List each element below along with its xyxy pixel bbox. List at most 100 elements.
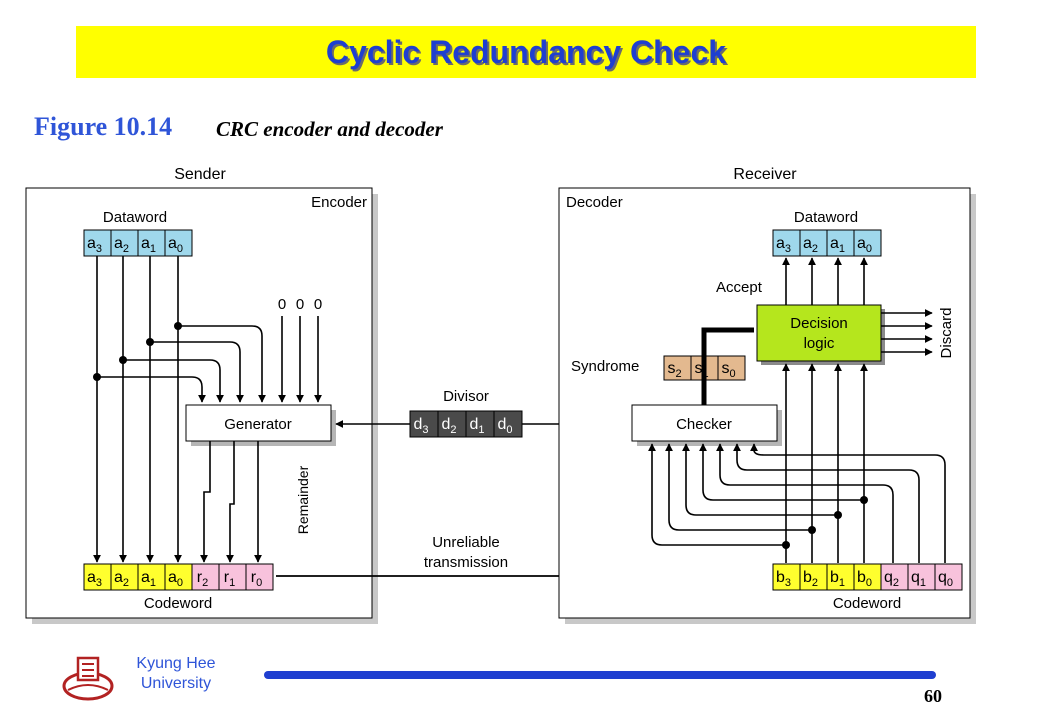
codeword-cell-text: r2 (197, 569, 208, 589)
wire-r2 (200, 441, 211, 563)
dataword-cell: a0 (164, 229, 193, 257)
divisor-cell: d3 (409, 410, 439, 438)
receiver-label: Receiver (733, 166, 797, 183)
codeword-cell-text: a1 (141, 569, 156, 589)
codeword-cell-box (880, 563, 909, 591)
transmission-label-line1: Unreliable (432, 534, 500, 551)
transmission-label-line2: transmission (424, 554, 508, 571)
university-name-line1: Kyung Hee (136, 655, 216, 672)
dataword-cell-text: a0 (857, 235, 872, 255)
codeword-cell-text: r1 (224, 569, 235, 589)
codeword-cell-box (164, 563, 193, 591)
syndrome-bus (701, 327, 754, 405)
junction-dot (860, 496, 868, 504)
codeword-cell-text: b2 (803, 569, 818, 589)
footer-divider (264, 671, 936, 679)
wire-b0-to-checker (699, 443, 864, 501)
divisor-cell: d1 (465, 410, 495, 438)
codeword-cell-text: a0 (168, 569, 183, 589)
sender-dataword-label: Dataword (103, 209, 167, 226)
syndrome-cell-box (717, 355, 746, 381)
codeword-cell-text: q2 (884, 569, 899, 589)
wire-q2-to-checker (716, 443, 894, 563)
figure-number: Figure 10.14 (34, 112, 173, 141)
syndrome-label: Syndrome (571, 358, 639, 375)
zero-bit: 0 (296, 296, 304, 313)
dataword-cell-box (853, 229, 882, 257)
syndrome-cell: s0 (717, 355, 746, 381)
codeword-cell: b2 (799, 563, 828, 591)
dataword-cell-text: a3 (776, 235, 791, 255)
syndrome-cell: s2 (663, 355, 692, 381)
sender-junction-dots (93, 322, 182, 381)
codeword-cell: a3 (83, 563, 112, 591)
codeword-cell-box (826, 563, 855, 591)
university-name-line2: University (140, 675, 212, 692)
dataword-cell: a1 (826, 229, 855, 257)
codeword-cell: r1 (218, 563, 247, 591)
codeword-cell-text: q1 (911, 569, 926, 589)
wire-r1 (226, 441, 235, 563)
codeword-cell: a1 (137, 563, 166, 591)
divisor-cell: d2 (437, 410, 467, 438)
divisor-cell-text: d2 (441, 416, 456, 436)
divisor-label: Divisor (443, 388, 489, 405)
codeword-cell-box (245, 563, 274, 591)
university-name: Kyung Hee University (116, 654, 236, 694)
codeword-cell-box (137, 563, 166, 591)
codeword-cell-text: b1 (830, 569, 845, 589)
wire-b2-to-checker (665, 443, 812, 531)
junction-dot (782, 541, 790, 549)
junction-dot (834, 511, 842, 519)
dataword-cell-box (137, 229, 166, 257)
page-number: 60 (924, 686, 942, 706)
sender-label: Sender (174, 166, 226, 183)
dataword-cell: a2 (799, 229, 828, 257)
codeword-cell: q0 (934, 563, 963, 591)
sender-codeword-label: Codeword (144, 595, 212, 612)
decision-label-line1: Decision (790, 315, 848, 332)
dataword-cell: a0 (853, 229, 882, 257)
dataword-cell-text: a0 (168, 235, 183, 255)
dataword-cell: a2 (110, 229, 139, 257)
dataword-cell-box (83, 229, 112, 257)
codeword-cell-box (853, 563, 882, 591)
divisor-cell-text: d1 (469, 416, 484, 436)
title-bar: Cyclic Redundancy Check (76, 26, 976, 78)
dataword-cell: a1 (137, 229, 166, 257)
dataword-cell-text: a1 (141, 235, 156, 255)
codeword-cell: b0 (853, 563, 882, 591)
codeword-cell: a0 (164, 563, 193, 591)
dataword-cell-box (164, 229, 193, 257)
wire-b3-to-checker (648, 443, 786, 546)
page-title: Cyclic Redundancy Check (325, 34, 727, 70)
decoder-label: Decoder (566, 194, 623, 211)
codeword-cell-box (218, 563, 247, 591)
kyung-hee-university-logo-icon (62, 656, 114, 701)
codeword-cell: q1 (907, 563, 936, 591)
codeword-cell: a2 (110, 563, 139, 591)
codeword-cell-text: a2 (114, 569, 129, 589)
dataword-cell: a3 (772, 229, 801, 257)
dataword-cell: a3 (83, 229, 112, 257)
accept-label: Accept (716, 279, 763, 296)
sender-panel (25, 187, 373, 619)
codeword-cell-box (110, 563, 139, 591)
divisor-cell-box (465, 410, 495, 438)
dataword-cell-text: a2 (114, 235, 129, 255)
receiver-panel (558, 187, 971, 619)
dataword-cell-text: a1 (830, 235, 845, 255)
remainder-label: Remainder (295, 465, 311, 534)
codeword-cell-text: r0 (251, 569, 262, 589)
wire-q0-to-checker (750, 443, 946, 563)
codeword-cell-text: b0 (857, 569, 872, 589)
codeword-cell-box (934, 563, 963, 591)
divisor-cell-text: d0 (497, 416, 512, 436)
codeword-cell: b3 (772, 563, 801, 591)
codeword-cell-box (83, 563, 112, 591)
dataword-cell-text: a2 (803, 235, 818, 255)
wire-a2-to-generator (123, 359, 224, 403)
divisor-cell-text: d3 (413, 416, 428, 436)
generator-box (185, 404, 332, 442)
